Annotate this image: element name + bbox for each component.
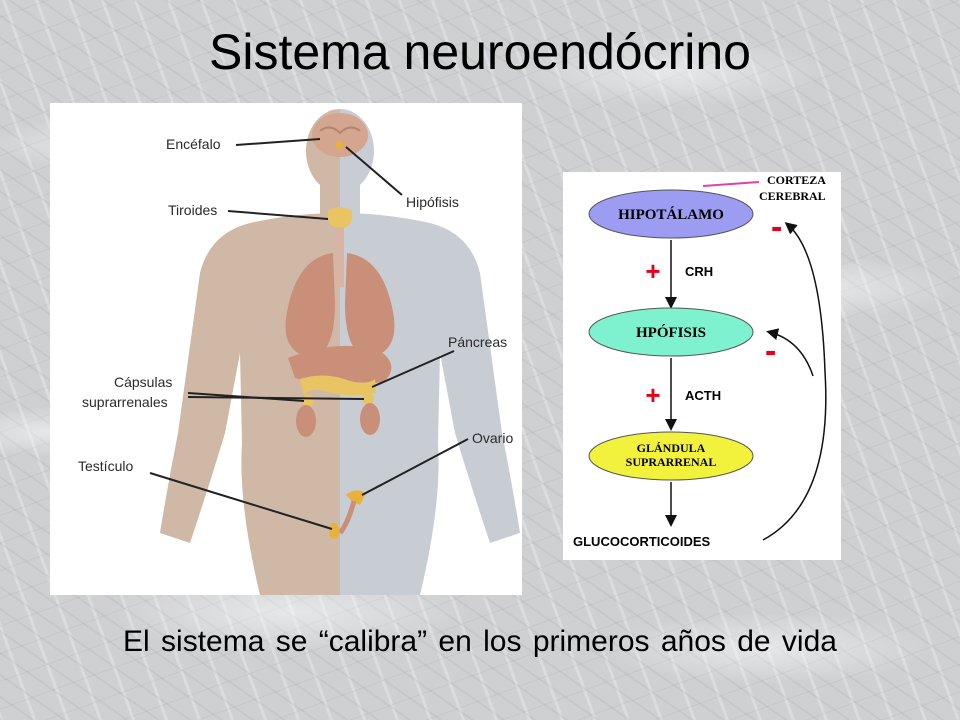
label-encefalo: Encéfalo (166, 136, 221, 152)
crh-label: CRH (685, 264, 713, 279)
slide-subtitle: El sistema se “calibra” en los primeros … (123, 625, 837, 658)
left-lung (285, 253, 335, 358)
hipotalamo-label: HIPOTÁLAMO (618, 206, 724, 223)
kidney-right (360, 403, 380, 435)
label-pancreas: Páncreas (448, 334, 507, 350)
testis-organ (329, 523, 339, 539)
ovary-organ (346, 490, 366, 505)
kidney-left (296, 405, 316, 437)
corteza-label-line2: CEREBRAL (759, 189, 826, 203)
label-hipofisis: Hipófisis (406, 194, 459, 210)
label-capsulas-line2: suprarrenales (82, 394, 168, 410)
plus-sign-acth: + (645, 380, 660, 410)
glucocorticoides-label: GLUCOCORTICOIDES (573, 534, 711, 549)
brain-organ (312, 113, 368, 157)
hpa-axis-diagram: CORTEZA CEREBRAL HIPOTÁLAMO + CRH HPÓFIS… (563, 172, 841, 560)
plus-sign-crh: + (645, 256, 660, 286)
body-figure: Encéfalo Hipófisis Tiroides Páncreas Cáp… (78, 109, 520, 595)
minus-sign-hipotalamo: - (771, 208, 782, 246)
acth-label: ACTH (685, 388, 721, 403)
hipofisis-node (588, 307, 754, 357)
adrenal-right (362, 393, 374, 405)
hipotalamo-node (588, 189, 754, 239)
label-capsulas-line1: Cápsulas (114, 374, 172, 390)
label-ovario: Ovario (472, 430, 513, 446)
slide-title: Sistema neuroendócrino (209, 24, 751, 80)
right-lung (345, 253, 395, 358)
label-tiroides: Tiroides (168, 202, 217, 218)
trachea (336, 227, 344, 287)
glandula-label-line1: GLÁNDULA (637, 441, 706, 455)
hipofisis-label: HPÓFISIS (636, 324, 706, 341)
cortex-connector-line (702, 181, 760, 187)
feedback-arrow-to-hipofisis (766, 328, 814, 377)
pancreas-organ (300, 375, 376, 396)
minus-sign-hipofisis: - (765, 332, 776, 370)
label-testiculo: Testículo (78, 458, 133, 474)
feedback-arrow-to-hipotalamo (762, 222, 827, 541)
corteza-label-line1: CORTEZA (767, 173, 826, 187)
glandula-label-line2: SUPRARRENAL (626, 455, 717, 469)
glandula-node (588, 431, 754, 481)
hpa-axis-figure: CORTEZA CEREBRAL HIPOTÁLAMO + CRH HPÓFIS… (573, 173, 827, 549)
pituitary-gland (335, 141, 343, 149)
thyroid-gland (327, 207, 353, 229)
endocrine-body-illustration: Encéfalo Hipófisis Tiroides Páncreas Cáp… (50, 103, 522, 595)
